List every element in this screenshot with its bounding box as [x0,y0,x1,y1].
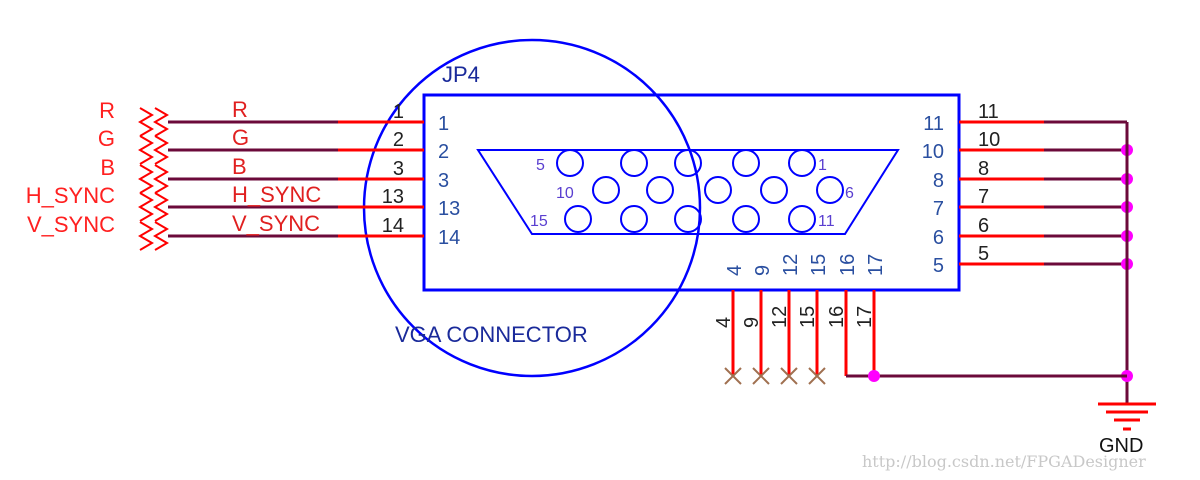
pin-number-outer: 17 [854,306,876,328]
no-connect-mark [780,367,798,385]
pin-number-inner: 13 [438,198,460,220]
net-label-r: R [232,97,248,122]
db15-hole [704,176,732,204]
port-symbol [138,164,154,194]
pin-number-inner: 15 [808,254,830,276]
pin-number-inner: 11 [923,113,944,135]
port-symbol [138,192,154,222]
no-connect-mark [752,367,770,385]
port-symbol [153,107,169,137]
pin-number-inner: 17 [865,254,887,276]
pin-number-inner: 12 [780,254,802,276]
pin-number-outer: 14 [382,215,404,237]
pin-number-outer: 6 [978,215,989,237]
port-label-b: B [100,155,115,180]
pin-number-inner: 8 [933,170,944,192]
right-pins: 11 11 10 10 8 8 7 7 6 6 5 5 [922,101,1133,404]
db15-label-15: 15 [530,213,548,230]
pin-number-outer: 8 [978,158,989,180]
net-label-g: G [232,125,249,150]
pin-number-outer: 11 [978,101,999,123]
db15-holes [556,149,844,233]
component-designator: JP4 [442,62,480,87]
db15-hole [760,176,788,204]
db15-label-1: 1 [818,157,827,174]
pin-number-outer: 12 [769,306,791,328]
db15-hole [592,176,620,204]
port-label-g: G [98,126,115,151]
pin-number-outer: 10 [978,129,1000,151]
no-connect-mark [808,367,826,385]
pin-number-inner: 7 [933,198,944,220]
db15-hole [620,205,648,233]
db15-label-6: 6 [845,185,854,202]
net-label-h_sync: H_SYNC [232,182,321,207]
pin-number-inner: 6 [933,227,944,249]
pin-number-inner: 14 [438,227,460,249]
port-symbol [153,221,169,251]
port-symbol [138,107,154,137]
db15-hole [788,149,816,177]
port-label-r: R [99,98,115,123]
pin-number-inner: 1 [438,113,449,135]
port-symbol [138,135,154,165]
pin-number-inner: 9 [752,265,774,276]
pin-number-inner: 5 [933,255,944,277]
db15-hole [674,205,702,233]
net-label-b: B [232,154,247,179]
db15-shell [476,149,900,235]
port-symbol [138,221,154,251]
port-symbol [153,192,169,222]
pin-number-outer: 2 [393,129,404,151]
junction-dot [868,370,880,382]
net-label-v_sync: V_SYNC [232,211,320,236]
db15-hole [556,149,584,177]
gnd-label: GND [1099,435,1143,457]
pin-number-inner: 2 [438,141,449,163]
pin-number-outer: 7 [978,186,989,208]
db15-hole [732,205,760,233]
pin-number-outer: 9 [741,317,763,328]
db15-label-11: 11 [818,213,835,230]
db15-label-10: 10 [556,185,574,202]
pin-number-outer: 5 [978,243,989,265]
port-label-h_sync: H_SYNC [26,183,115,208]
db15-hole [816,176,844,204]
pin-number-inner: 3 [438,170,449,192]
pin-number-inner: 4 [724,265,746,276]
pin-number-outer: 16 [826,306,848,328]
db15-hole [674,149,702,177]
no-connect-mark [724,367,742,385]
db15-hole [646,176,674,204]
pin-number-outer: 13 [382,186,404,208]
pin-number-inner: 16 [837,254,859,276]
db15-hole [564,205,592,233]
connector-body [422,93,961,292]
pin-number-outer: 1 [393,101,404,123]
port-label-v_sync: V_SYNC [27,212,115,237]
db15-hole [732,149,760,177]
pin-number-outer: 4 [713,317,735,328]
port-symbol [153,164,169,194]
component-name: VGA CONNECTOR [395,322,588,347]
pin-number-inner: 10 [922,141,944,163]
gnd-symbol [1098,402,1156,431]
pin-number-outer: 3 [393,158,404,180]
pin-number-outer: 15 [797,306,819,328]
db15-hole [788,205,816,233]
port-symbol [153,135,169,165]
watermark: http://blog.csdn.net/FPGADesigner [862,452,1146,471]
left-ports: R R 1 1G G 2 2B B 3 3H_SYNC H_SYNC 13 13V_SYNC V_SYNC… [26,97,460,251]
db15-label-5: 5 [536,157,545,174]
db15-hole [620,149,648,177]
